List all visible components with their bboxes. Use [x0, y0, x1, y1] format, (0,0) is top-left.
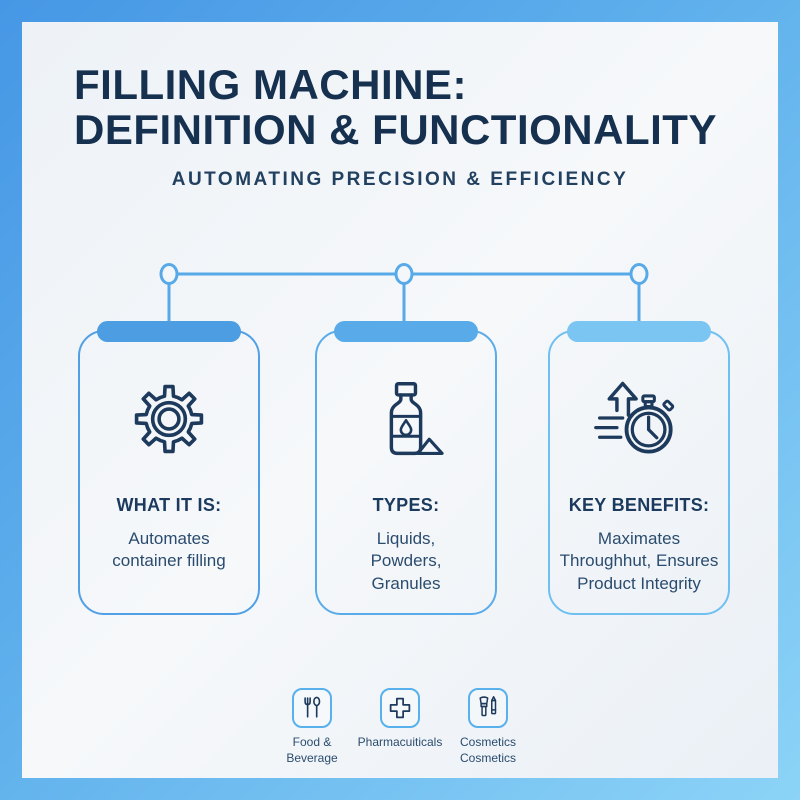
bottle-icon — [363, 376, 449, 462]
title-line-2: DEFINITION & FUNCTIONALITY — [74, 106, 717, 154]
card-body: Liquids, Powders, Granules — [370, 529, 442, 593]
industries-row: Food & Beverage Pharmacuiticals — [22, 688, 778, 766]
industry-food-beverage: Food & Beverage — [268, 688, 356, 766]
card-header-pill — [97, 321, 241, 342]
cosmetics-icon — [468, 688, 508, 728]
card-key-benefits: KEY BENEFITS: Maximates Throughhut, Ensu… — [548, 321, 730, 615]
card-heading: KEY BENEFITS: — [568, 495, 710, 515]
industry-label: Food & Beverage — [286, 735, 338, 765]
connector-node-3 — [629, 263, 649, 285]
industry-cosmetics: Cosmetics Cosmetics — [444, 688, 532, 766]
page-subtitle: AUTOMATING PRECISION & EFFICIENCY — [171, 168, 629, 190]
connector-node-1 — [159, 263, 179, 285]
card-heading: WHAT IT IS: — [116, 495, 222, 515]
card-header-pill — [334, 321, 478, 342]
connector-node-2 — [394, 263, 414, 285]
header: FILLING MACHINE: DEFINITION & FUNCTIONAL… — [74, 62, 726, 191]
industry-pharmaceuticals: Pharmacuiticals — [356, 688, 444, 766]
card-heading: TYPES: — [372, 495, 440, 515]
stopwatch-speed-icon — [594, 376, 682, 462]
page-title: FILLING MACHINE: DEFINITION & FUNCTIONAL… — [74, 62, 726, 153]
title-line-1: FILLING MACHINE: — [74, 61, 467, 108]
gear-icon — [126, 376, 212, 462]
card-body: Automates container filling — [112, 529, 226, 571]
card-what-it-is: WHAT IT IS: Automates container filling — [78, 321, 260, 615]
cutlery-icon — [292, 688, 332, 728]
card-body: Maximates Throughhut, Ensures Product In… — [559, 529, 719, 593]
industry-label: Pharmacuiticals — [357, 735, 443, 749]
card-types: TYPES: Liquids, Powders, Granules — [315, 321, 497, 615]
infographic-canvas: FILLING MACHINE: DEFINITION & FUNCTIONAL… — [22, 22, 778, 778]
card-header-pill — [567, 321, 711, 342]
medical-cross-icon — [380, 688, 420, 728]
industry-label: Cosmetics Cosmetics — [459, 735, 516, 765]
